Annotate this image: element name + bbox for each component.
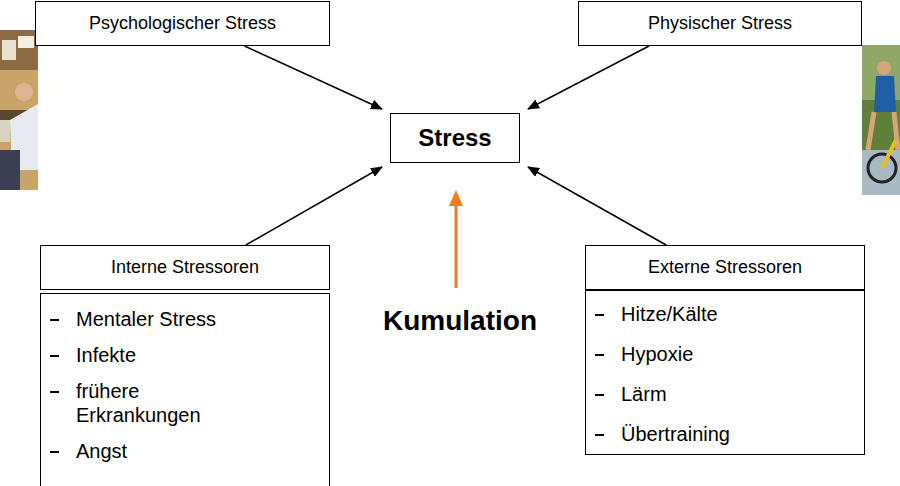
stress-type-box: Physischer Stress [578, 1, 862, 46]
stressor-text: Hitze/Kälte [621, 302, 718, 326]
stressor-text: Hypoxie [621, 342, 693, 366]
box-text: Stress [418, 124, 491, 152]
list-item: Hitze/Kälte [595, 302, 864, 326]
accumulation-label: Kumulation [383, 305, 537, 337]
bullet-dash [50, 391, 59, 393]
stressor-text: Infekte [76, 343, 136, 367]
stressor-text: Lärm [621, 382, 667, 406]
stress-arrow [528, 167, 666, 245]
triathlon-photo [862, 45, 900, 195]
bullet-dash [595, 394, 604, 396]
list-item: frühere Erkrankungen [50, 379, 329, 427]
stressor-list: Mentaler StressInfekte frühere Erkrankung… [40, 293, 330, 486]
stress-arrow [246, 167, 382, 245]
box-text: Psychologischer Stress [89, 13, 276, 34]
stressor-text: Angst [76, 439, 127, 463]
bullet-dash [50, 319, 59, 321]
list-item: Mentaler Stress [50, 307, 329, 331]
list-item: Übertraining [595, 422, 864, 446]
accumulation-arrow [449, 190, 463, 288]
stress-arrow [244, 46, 382, 109]
office-photo [0, 30, 38, 190]
stressor-list: Hitze/KälteHypoxieLärmÜbertraining [585, 290, 865, 455]
stress-type-box: Psychologischer Stress [35, 1, 330, 46]
stressor-text: Übertraining [621, 422, 730, 446]
stressor-text: frühere Erkrankungen [76, 379, 266, 427]
list-item: Hypoxie [595, 342, 864, 366]
list-item: Angst [50, 439, 329, 463]
list-item: Infekte [50, 343, 329, 367]
stress-arrow [528, 46, 649, 109]
bullet-dash [595, 354, 604, 356]
central-box: Stress [390, 113, 520, 163]
category-header: Externe Stressoren [585, 245, 865, 290]
category-header: Interne Stressoren [40, 245, 330, 290]
stressor-text: Mentaler Stress [76, 307, 216, 331]
bullet-dash [595, 434, 604, 436]
box-text: Externe Stressoren [648, 257, 802, 278]
box-text: Interne Stressoren [111, 257, 259, 278]
bullet-dash [50, 451, 59, 453]
bullet-dash [50, 355, 59, 357]
list-item: Lärm [595, 382, 864, 406]
box-text: Physischer Stress [648, 13, 792, 34]
bullet-dash [595, 314, 604, 316]
